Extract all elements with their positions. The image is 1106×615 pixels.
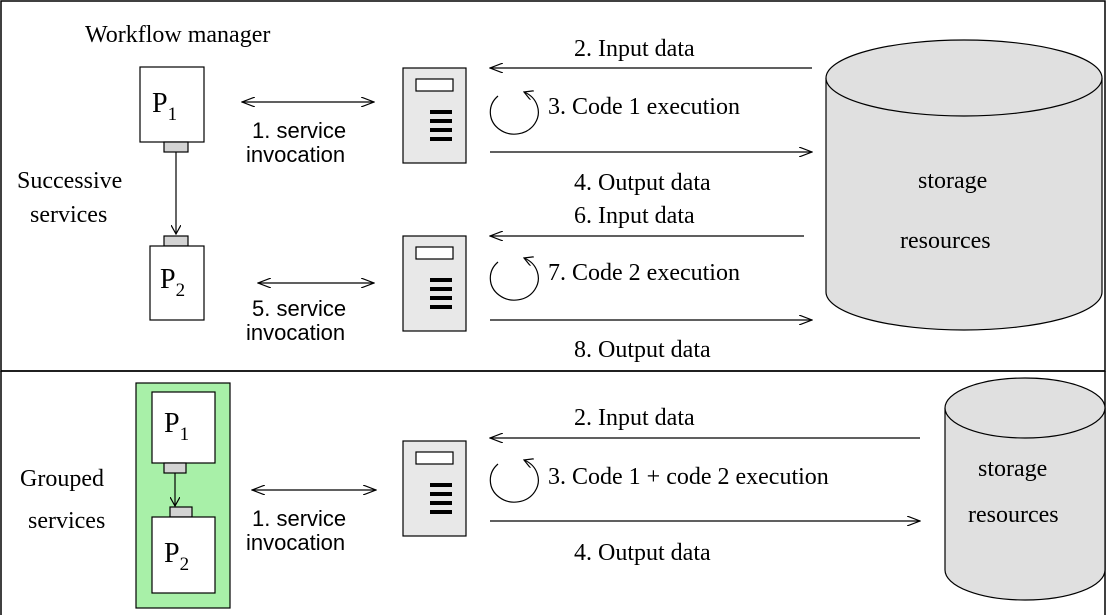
server2-icon [402, 235, 467, 332]
storage-bottom-line2: resources [968, 502, 1059, 528]
grouped-exec-label: 3. Code 1 + code 2 execution [548, 464, 829, 490]
p2-grouped-box: P2 [151, 506, 216, 594]
execution2-loop [489, 258, 539, 301]
invocation2-line1: 5. service [252, 296, 346, 321]
storage-cylinder-top [825, 39, 1103, 331]
svg-text:P2: P2 [164, 538, 189, 575]
p1-service-box: P1 [139, 66, 205, 153]
svg-text:P1: P1 [164, 408, 189, 445]
storage-top-line1: storage [918, 168, 987, 194]
input1-label: 2. Input data [574, 36, 695, 62]
server3-icon [402, 440, 467, 537]
grouped-output-label: 4. Output data [574, 540, 711, 566]
invocation2-line2: invocation [246, 320, 345, 345]
grouped-invocation-line1: 1. service [252, 506, 346, 531]
svg-text:P2: P2 [160, 264, 185, 301]
grouped-input-label: 2. Input data [574, 405, 695, 431]
output2-label: 8. Output data [574, 337, 711, 363]
p2-input-connector [163, 235, 189, 247]
storage-bottom-line1: storage [978, 456, 1047, 482]
execution3-loop [489, 460, 539, 503]
exec2-label: 7. Code 2 execution [548, 260, 740, 286]
invocation1-line2: invocation [246, 142, 345, 167]
p1-output-connector [163, 141, 189, 153]
p1-grouped-box: P1 [151, 391, 216, 474]
grouped-invocation-line2: invocation [246, 530, 345, 555]
invocation1-line1: 1. service [252, 118, 346, 143]
input2-label: 6. Input data [574, 203, 695, 229]
server1-icon [402, 67, 467, 164]
exec1-label: 3. Code 1 execution [548, 94, 740, 120]
output1-label: 4. Output data [574, 170, 711, 196]
execution1-loop [489, 92, 539, 135]
grouped-label-line1: Grouped [20, 466, 104, 492]
storage-cylinder-bottom [944, 377, 1106, 601]
workflow-manager-title: Workflow manager [85, 22, 270, 48]
p2-service-box: P2 [149, 235, 205, 321]
grouped-label-line2: services [28, 508, 105, 534]
svg-text:P1: P1 [152, 88, 177, 125]
successive-label-line2: services [30, 202, 107, 228]
storage-top-line2: resources [900, 228, 991, 254]
successive-label-line1: Successive [17, 168, 122, 194]
